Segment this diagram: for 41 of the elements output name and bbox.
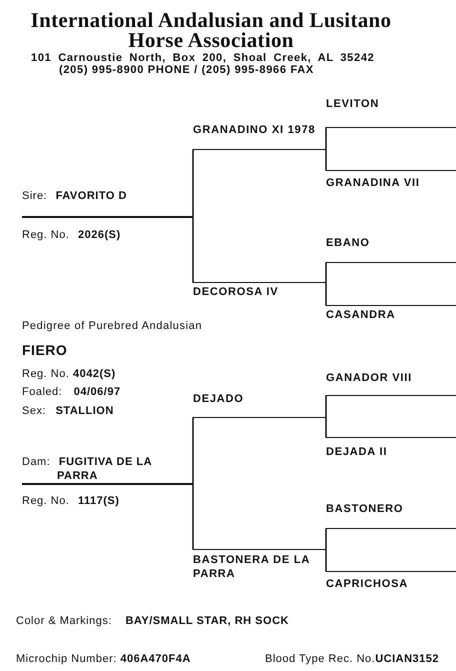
sire-name: Sire: FAVORITO D — [22, 190, 128, 203]
registration-number: Reg. No. 2026(S) — [22, 228, 122, 242]
horse-name: CAPRICHOSA — [326, 571, 456, 591]
horse-name: EBANO — [326, 237, 456, 263]
microchip-number: Microchip Number: 406A470F4A — [16, 653, 191, 666]
pedigree-connector-line — [192, 416, 194, 484]
association-title: International Andalusian and Lusitano Horse Association — [30, 10, 392, 50]
horse-name: DEJADA II — [326, 437, 456, 459]
pedigree-connector-line — [325, 528, 327, 550]
color-markings-text: Color & Markings: BAY/SMALL STAR, RH SOCK — [16, 615, 289, 628]
pedigree-connector-line — [192, 148, 194, 217]
dam-entry — [22, 455, 193, 508]
horse-name-heading: FIERO — [22, 342, 68, 358]
address-text: 101 Carnoustie North, Box 200, Shoal Creek, AL 35242 — [31, 52, 374, 64]
registration-number: Reg. No. 4042(S) — [22, 368, 116, 381]
sire-entry — [22, 190, 193, 242]
horse-name: BASTONERO — [326, 503, 456, 529]
horse-name: CASANDRA — [326, 305, 456, 322]
pedigree-connector-line — [192, 216, 194, 284]
horse-name: GRANADINA VII — [326, 170, 456, 190]
horse-name: GRANADINO XI 1978 — [193, 124, 326, 150]
horse-name: BASTONERA DE LA PARRA — [193, 549, 326, 581]
pedigree-connector-line — [325, 126, 327, 150]
horse-name: LEVITON — [326, 98, 456, 128]
sex-text: Sex: STALLION — [22, 405, 114, 418]
blood-type-number: Blood Type Rec. No.UCIAN3152 — [265, 653, 439, 666]
pedigree-connector-line — [192, 484, 194, 550]
pedigree-connector-line — [325, 262, 327, 283]
pedigree-connector-line — [325, 417, 327, 438]
pedigree-connector-line — [325, 282, 327, 306]
pedigree-connector-line — [325, 149, 327, 172]
horse-name: GANADOR VIII — [326, 372, 456, 396]
pedigree-heading: Pedigree of Purebred Andalusian — [22, 320, 202, 333]
foaled-date: Foaled: 04/06/97 — [22, 386, 121, 399]
dam-name: Dam: FUGITIVA DE LA PARRA — [22, 455, 153, 483]
registration-number: Reg. No. 1117(S) — [22, 494, 120, 508]
pedigree-connector-line — [325, 550, 327, 572]
horse-name: DECOROSA IV — [193, 282, 326, 299]
horse-name: DEJADO — [193, 393, 326, 418]
phone-fax-text: (205) 995-8900 PHONE / (205) 995-8966 FAX — [59, 64, 314, 76]
pedigree-connector-line — [325, 394, 327, 418]
